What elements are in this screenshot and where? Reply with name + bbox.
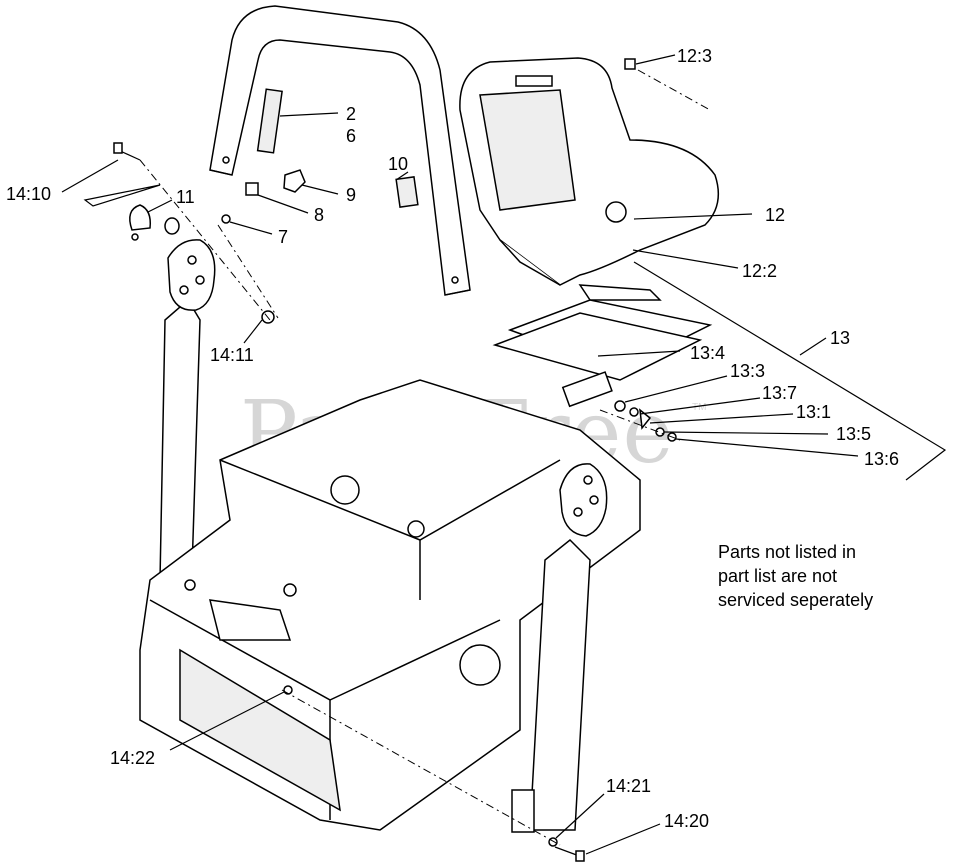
callout-labels: 12:3 2 6 10 14:10 11 9 8 7 12 12:2 14:11… <box>6 46 899 831</box>
callout-13-6[interactable]: 13:6 <box>864 449 899 469</box>
callout-11[interactable]: 11 <box>176 187 195 207</box>
service-note-line-3: serviced seperately <box>718 590 874 610</box>
bolt-14-10[interactable] <box>113 142 141 161</box>
callout-13-1[interactable]: 13:1 <box>796 402 831 422</box>
callout-14-10[interactable]: 14:10 <box>6 184 51 204</box>
right-rops-post[interactable] <box>511 463 608 833</box>
callout-14-11[interactable]: 14:11 <box>210 345 254 365</box>
decal-10[interactable] <box>395 176 419 208</box>
callout-12-2[interactable]: 12:2 <box>742 261 777 281</box>
service-note-line-2: part list are not <box>718 566 838 586</box>
callout-13[interactable]: 13 <box>830 328 850 348</box>
centerlines <box>139 69 711 846</box>
callout-9[interactable]: 9 <box>346 185 356 205</box>
callout-6[interactable]: 6 <box>346 126 356 146</box>
callout-13-5[interactable]: 13:5 <box>836 424 871 444</box>
seat-mount-plate[interactable] <box>492 284 713 442</box>
locking-pin[interactable] <box>129 204 180 241</box>
bottom-hardware[interactable] <box>283 685 585 862</box>
rops-hoop[interactable] <box>209 5 471 296</box>
callout-12-3[interactable]: 12:3 <box>677 46 712 66</box>
watermark-tm: TM <box>692 402 706 413</box>
left-rops-post[interactable] <box>159 239 216 582</box>
callout-14-21[interactable]: 14:21 <box>606 776 651 796</box>
seat[interactable] <box>459 57 720 286</box>
callout-13-4[interactable]: 13:4 <box>690 343 725 363</box>
callout-13-7[interactable]: 13:7 <box>762 383 797 403</box>
service-note-line-1: Parts not listed in <box>718 542 857 562</box>
leader-lines <box>61 54 947 855</box>
callout-13-3[interactable]: 13:3 <box>730 361 765 381</box>
knob-assembly[interactable] <box>221 169 306 224</box>
decal-2[interactable] <box>256 88 283 154</box>
main-frame[interactable] <box>139 379 641 831</box>
callout-10[interactable]: 10 <box>388 154 408 174</box>
service-note: Parts not listed in part list are not se… <box>718 540 948 612</box>
callout-8[interactable]: 8 <box>314 205 324 225</box>
callout-14-22[interactable]: 14:22 <box>110 748 155 768</box>
callout-12[interactable]: 12 <box>765 205 785 225</box>
callout-14-20[interactable]: 14:20 <box>664 811 709 831</box>
nut-12-3[interactable] <box>624 58 636 70</box>
callout-7[interactable]: 7 <box>278 227 288 247</box>
callout-2[interactable]: 2 <box>346 104 356 124</box>
